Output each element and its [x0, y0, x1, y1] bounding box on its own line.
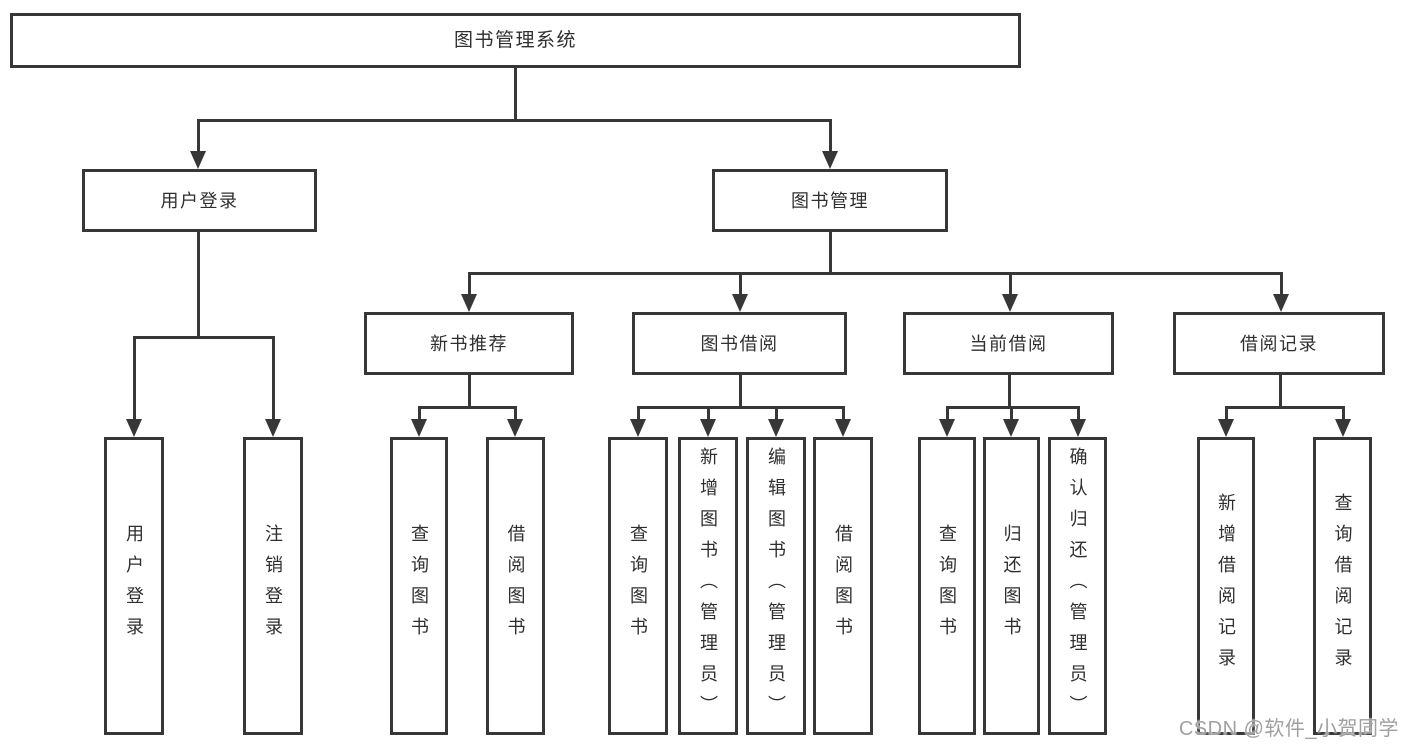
connector-drop: [1010, 406, 1013, 421]
node-library-management-system: 图书管理系统: [10, 13, 1021, 68]
arrowhead-down-icon: [732, 294, 748, 312]
connector-drop: [1009, 272, 1012, 295]
arrowhead-down-icon: [1002, 294, 1018, 312]
connector-drop: [197, 119, 200, 152]
arrowhead-down-icon: [1070, 419, 1086, 437]
arrowhead-down-icon: [939, 419, 955, 437]
connector-bar: [133, 336, 275, 339]
csdn-watermark: CSDN @软件_小贺同学: [1178, 718, 1399, 740]
connector-root-bar: [197, 119, 832, 122]
connector-drop: [468, 272, 471, 295]
leaf-query-books-recommend: 查询图书: [390, 437, 448, 735]
leaf-query-borrowing-record: 查询借阅记录: [1313, 437, 1372, 735]
connector-bar: [637, 406, 845, 409]
connector-stem: [197, 232, 200, 338]
leaf-return-books: 归还图书: [983, 437, 1040, 735]
connector-bar: [418, 406, 517, 409]
node-user-login-branch: 用户登录: [82, 169, 317, 232]
connector-drop: [829, 119, 832, 152]
connector-stem: [1008, 375, 1011, 408]
arrowhead-down-icon: [461, 294, 477, 312]
leaf-add-borrowing-record: 新增借阅记录: [1197, 437, 1255, 735]
connector-drop: [1280, 272, 1283, 295]
connector-drop: [1225, 406, 1228, 421]
leaf-confirm-return-admin: 确认归还（管理员）: [1048, 437, 1107, 735]
arrowhead-down-icon: [768, 419, 784, 437]
arrowhead-down-icon: [835, 419, 851, 437]
connector-drop: [775, 406, 778, 421]
connector-drop: [272, 336, 275, 420]
leaf-query-books-current: 查询图书: [918, 437, 976, 735]
leaf-user-login: 用户登录: [104, 437, 164, 735]
leaf-logout: 注销登录: [243, 437, 303, 735]
arrowhead-down-icon: [265, 419, 281, 437]
connector-drop: [946, 406, 949, 421]
leaf-query-books-borrowing: 查询图书: [608, 437, 668, 735]
connector-drop: [707, 406, 710, 421]
arrowhead-down-icon: [507, 419, 523, 437]
arrowhead-down-icon: [700, 419, 716, 437]
connector-drop: [637, 406, 640, 421]
arrowhead-down-icon: [126, 419, 142, 437]
leaf-borrow-books-recommend: 借阅图书: [486, 437, 545, 735]
connector-drop: [514, 406, 517, 421]
connector-drop: [1077, 406, 1080, 421]
connector-bar: [468, 272, 1283, 275]
connector-root-stem: [514, 68, 517, 121]
connector-drop: [133, 336, 136, 420]
leaf-edit-books-admin: 编辑图书（管理员）: [746, 437, 806, 735]
node-current-borrowing: 当前借阅: [903, 312, 1114, 375]
arrowhead-down-icon: [1335, 419, 1351, 437]
connector-bar: [946, 406, 1079, 409]
arrowhead-down-icon: [1273, 294, 1289, 312]
node-book-borrowing: 图书借阅: [632, 312, 847, 375]
arrowhead-down-icon: [1218, 419, 1234, 437]
arrowhead-down-icon: [822, 151, 838, 169]
node-borrowing-records: 借阅记录: [1173, 312, 1385, 375]
node-book-management-branch: 图书管理: [712, 169, 948, 232]
connector-stem: [1279, 375, 1282, 408]
connector-stem: [468, 375, 471, 408]
arrowhead-down-icon: [630, 419, 646, 437]
connector-bar: [1225, 406, 1344, 409]
connector-drop: [418, 406, 421, 421]
connector-stem: [739, 375, 742, 408]
connector-stem: [829, 232, 832, 274]
connector-drop: [842, 406, 845, 421]
leaf-borrow-books: 借阅图书: [813, 437, 873, 735]
connector-drop: [739, 272, 742, 295]
arrowhead-down-icon: [411, 419, 427, 437]
node-new-book-recommendation: 新书推荐: [364, 312, 574, 375]
arrowhead-down-icon: [190, 151, 206, 169]
leaf-add-books-admin: 新增图书（管理员）: [678, 437, 738, 735]
connector-drop: [1342, 406, 1345, 421]
arrowhead-down-icon: [1003, 419, 1019, 437]
